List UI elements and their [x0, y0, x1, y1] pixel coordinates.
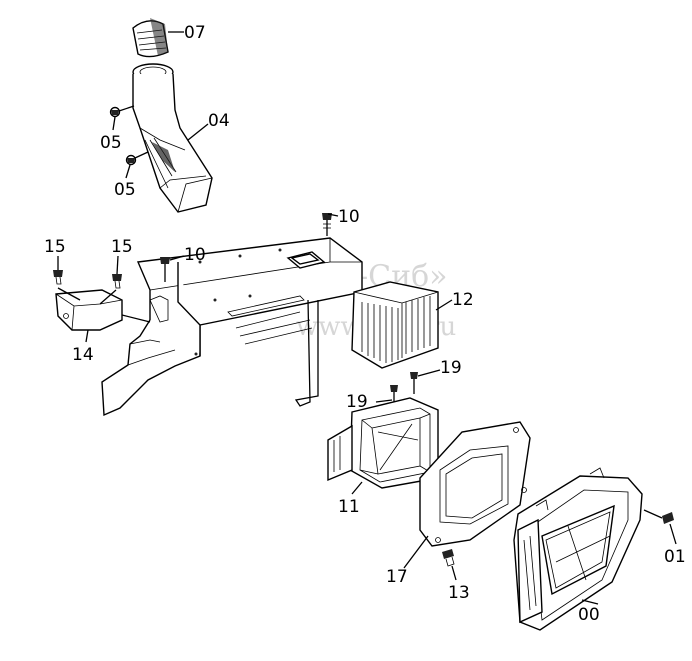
callout-17: 17: [386, 567, 408, 587]
leader-lines: [57, 31, 677, 605]
callout-13: 13: [448, 583, 470, 603]
part-05-screw-lower: [125, 151, 149, 166]
callout-labels: 07 04 05 05 10 15 15 10 12 14 19 19 11 1…: [44, 23, 686, 625]
callout-10-left: 10: [184, 245, 206, 265]
part-13-screw: [442, 549, 455, 567]
callout-15-right: 15: [111, 237, 133, 257]
main-frame-housing: [101, 237, 363, 417]
part-04-upper-duct: [132, 63, 213, 213]
part-17-gasket: [419, 421, 531, 547]
callout-10-top: 10: [338, 207, 360, 227]
part-11-inlet-frame: [327, 397, 439, 489]
callout-01: 01: [664, 547, 686, 567]
callout-19-left: 19: [346, 392, 368, 412]
part-14-bracket: [55, 287, 151, 331]
callout-00: 00: [578, 605, 600, 625]
part-07-louver-nozzle: [132, 18, 169, 58]
callout-11: 11: [338, 497, 360, 517]
part-01-screw: [643, 509, 674, 524]
callout-05-lower: 05: [114, 180, 136, 200]
callout-15-left: 15: [44, 237, 66, 257]
part-00-cover: [513, 467, 643, 631]
callout-07: 07: [184, 23, 206, 43]
part-19-screw-right: [410, 372, 418, 394]
part-05-screw-upper: [109, 105, 135, 118]
part-10-screw-left: [160, 257, 170, 282]
callout-14: 14: [72, 345, 94, 365]
part-10-screw-top: [322, 213, 332, 236]
part-12-filter: [351, 281, 439, 369]
callout-12: 12: [452, 290, 474, 310]
callout-04: 04: [208, 111, 230, 131]
part-15-screw-left: [53, 270, 63, 285]
part-15-screw-right: [112, 274, 122, 289]
callout-19-right: 19: [440, 358, 462, 378]
callout-05-upper: 05: [100, 133, 122, 153]
